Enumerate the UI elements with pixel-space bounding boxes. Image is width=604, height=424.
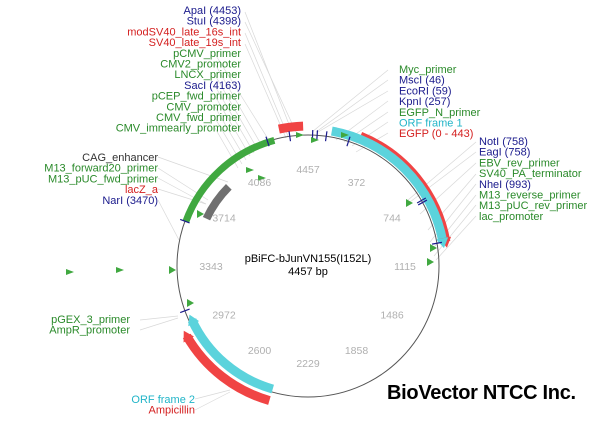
feature-label: NarI (3470) xyxy=(102,195,158,207)
tick-label: 2229 xyxy=(296,358,320,370)
feature-label: pCMV_primer xyxy=(173,48,241,60)
feature-label: LNCX_primer xyxy=(174,69,241,81)
labels-top-left: ApaI (4453)StuI (4398)modSV40_late_16s_i… xyxy=(116,5,242,135)
site-mark xyxy=(346,136,351,147)
orf1-arc xyxy=(331,126,448,243)
arrowhead xyxy=(183,330,194,343)
site-mark xyxy=(265,136,270,147)
site-mark xyxy=(324,131,328,142)
feature-label: MscI (46) xyxy=(399,75,445,87)
tick-label: 2972 xyxy=(212,310,236,322)
site-mark xyxy=(288,131,292,142)
feature-label: modSV40_late_16s_int xyxy=(127,26,241,38)
tick-label: 372 xyxy=(348,177,366,189)
site-mark xyxy=(179,308,190,314)
site-mark xyxy=(417,199,428,206)
feature-label: lac_promoter xyxy=(479,211,544,223)
feature-label: SV40_PA_terminator xyxy=(479,168,582,180)
feature-label: Ampicillin xyxy=(149,405,195,417)
feature-label: CMV_promoter xyxy=(166,101,241,113)
tick-label: 3714 xyxy=(212,213,236,225)
labels-left: CAG_enhancerM13_forward20_primerM13_pUC_… xyxy=(44,152,159,207)
feature-label: ApaI (4453) xyxy=(184,5,241,17)
feature-arcs xyxy=(66,121,452,405)
tick-label: 2600 xyxy=(248,345,272,357)
feature-label: KpnI (257) xyxy=(399,96,450,108)
ampicillin-arc xyxy=(182,333,271,405)
tick-label: 1486 xyxy=(380,310,404,322)
feature-label: SV40_late_19s_int xyxy=(149,37,241,49)
feature-label: M13_pUC_fwd_primer xyxy=(48,173,158,185)
primer-mark xyxy=(311,137,319,143)
arrowhead xyxy=(188,314,200,327)
site-mark xyxy=(316,130,319,141)
feature-label: CMV2_promoter xyxy=(160,59,241,71)
feature-label: ORF frame 2 xyxy=(131,394,195,406)
feature-label: EcoRI (59) xyxy=(399,85,452,97)
primer-mark xyxy=(341,132,349,138)
primer-mark xyxy=(296,132,304,138)
sv40-arc xyxy=(277,121,304,134)
primer-mark xyxy=(197,210,204,218)
feature-label: M13_reverse_primer xyxy=(479,190,581,202)
feature-label: CMV_immearly_promoter xyxy=(116,123,242,135)
tick-label: 1115 xyxy=(394,261,416,273)
primer-mark xyxy=(169,266,176,274)
arrowhead xyxy=(436,237,449,249)
feature-label: EGFP_N_primer xyxy=(399,107,481,119)
primer-mark xyxy=(246,167,254,173)
tick-label: 3343 xyxy=(199,261,223,273)
orf2-arc xyxy=(187,318,275,394)
primer-mark xyxy=(427,258,434,266)
primer-mark xyxy=(430,244,437,252)
feature-label: NotI (758) xyxy=(479,136,528,148)
feature-label: lacZ_a xyxy=(125,184,159,196)
feature-label: pGEX_3_primer xyxy=(51,314,130,326)
feature-label: AmpR_promoter xyxy=(49,325,130,337)
backbone-circle xyxy=(176,134,440,398)
primer-mark xyxy=(66,269,74,275)
cag-arc xyxy=(202,183,232,221)
feature-label: CMV_fwd_primer xyxy=(156,112,241,124)
tick-labels: 4457 372 744 1115 1486 1858 2229 2600 2972 3343 37… xyxy=(199,164,416,370)
primer-mark xyxy=(406,199,413,207)
feature-label: SacI (4163) xyxy=(184,80,241,92)
site-mark xyxy=(416,197,427,204)
feature-label: M13_pUC_rev_primer xyxy=(479,200,588,212)
feature-label: EGFP (0 - 443) xyxy=(399,128,473,140)
cmv-arc xyxy=(182,137,276,223)
feature-label: EBV_rev_primer xyxy=(479,157,560,169)
feature-label: pCEP_fwd_primer xyxy=(152,91,242,103)
labels-right: NotI (758)EagI (758)EBV_rev_primerSV40_P… xyxy=(479,136,588,223)
primer-mark xyxy=(258,175,266,181)
tick-label: 4086 xyxy=(248,177,272,189)
brand-logo-text: BioVector NTCC Inc. xyxy=(387,382,576,404)
feature-label: NheI (993) xyxy=(479,179,531,191)
feature-label: CAG_enhancer xyxy=(82,152,158,164)
plasmid-size: 4457 bp xyxy=(288,266,328,278)
feature-label: ORF frame 1 xyxy=(399,118,463,130)
plasmid-name: pBiFC-bJunVN155(I152L) xyxy=(245,253,372,265)
tick-label: 744 xyxy=(383,213,401,225)
feature-label: Myc_primer xyxy=(399,64,457,76)
primer-mark xyxy=(116,267,124,273)
tick-label: 1858 xyxy=(345,345,369,357)
feature-label: StuI (4398) xyxy=(187,16,241,28)
feature-label: M13_forward20_primer xyxy=(44,163,158,175)
site-mark xyxy=(431,241,443,245)
feature-label: EagI (758) xyxy=(479,147,530,159)
site-mark xyxy=(179,218,190,224)
tick-label: 4457 xyxy=(296,164,320,176)
primer-mark xyxy=(187,299,194,307)
